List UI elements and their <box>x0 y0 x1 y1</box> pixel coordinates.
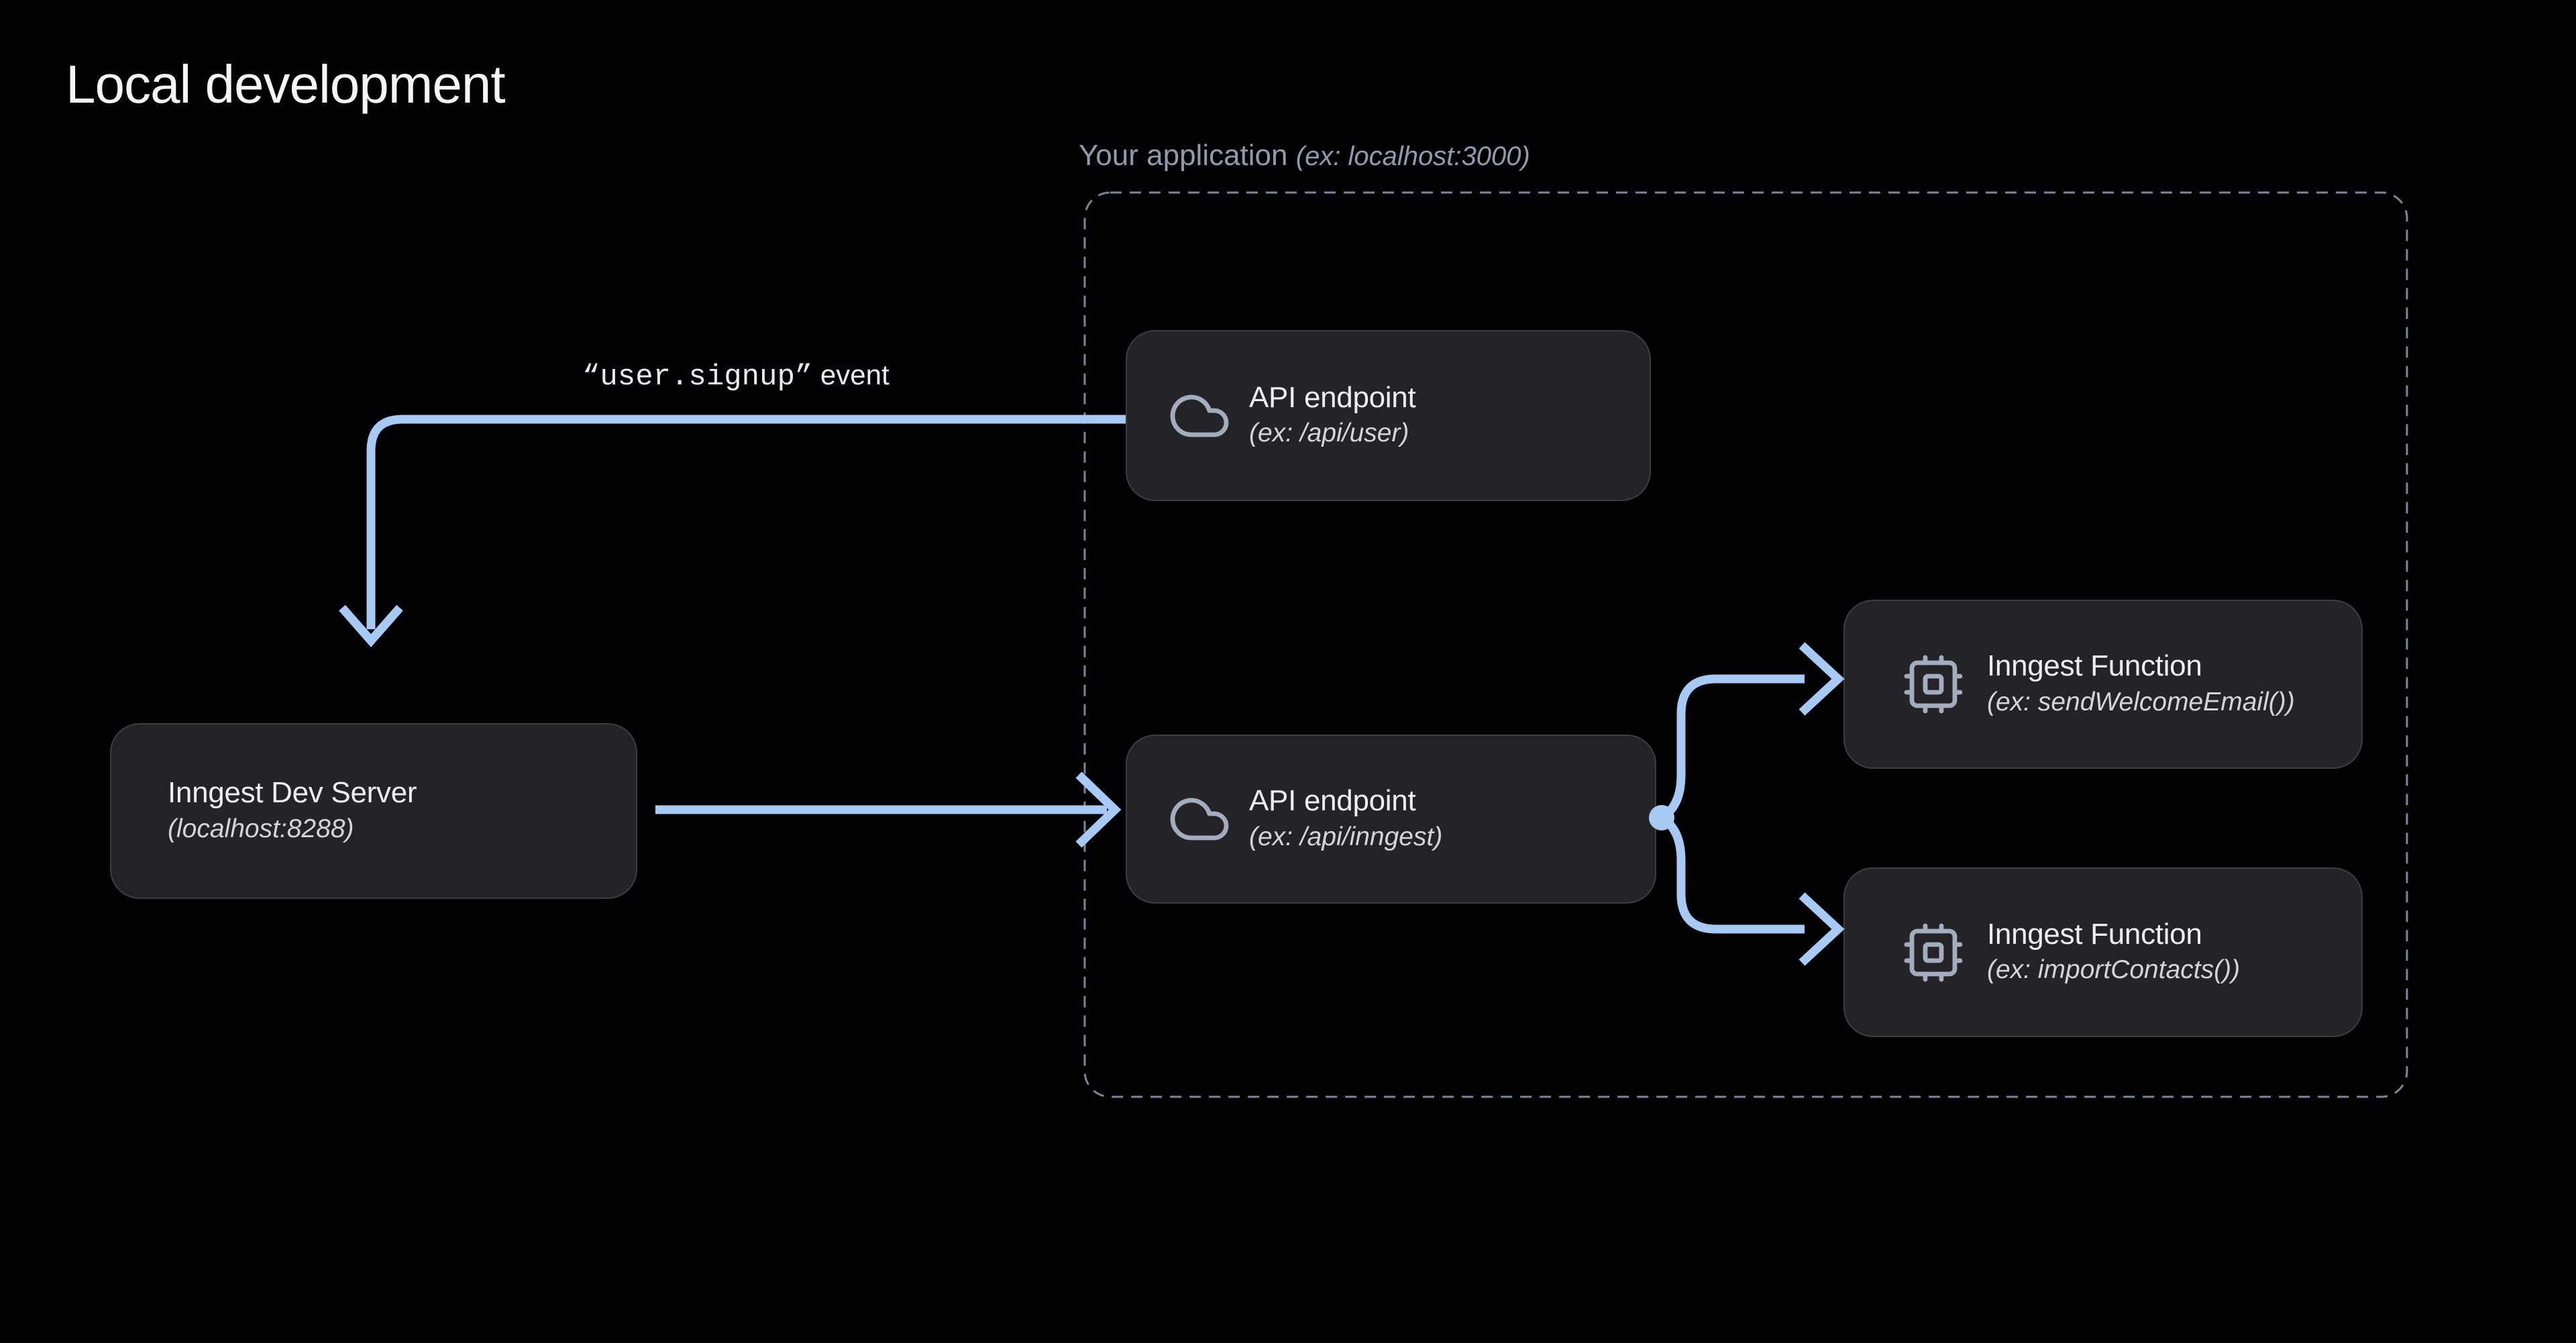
node-subtitle: (ex: sendWelcomeEmail()) <box>1987 687 2295 716</box>
node-api-endpoint-user: API endpoint (ex: /api/user) <box>1126 330 1651 501</box>
edge-user-signup-event <box>366 415 1126 629</box>
node-inngest-dev-server: Inngest Dev Server (localhost:8288) <box>110 723 637 899</box>
event-label-suffix: event <box>812 359 890 390</box>
node-title: Inngest Dev Server <box>168 776 417 810</box>
node-subtitle: (ex: /api/user) <box>1249 419 1409 448</box>
node-subtitle: (ex: importContacts()) <box>1987 955 2241 985</box>
event-edge-label: “user.signup” event <box>582 361 890 392</box>
edge-api-to-fn-import <box>1659 814 1805 934</box>
application-label: Your application (ex: localhost:3000) <box>1079 141 1530 170</box>
node-inngest-function-import-contacts: Inngest Function (ex: importContacts()) <box>1843 867 2363 1037</box>
cpu-chip-icon <box>1901 652 1966 716</box>
node-title: Inngest Function <box>1987 649 2202 683</box>
edge-api-to-fn-welcome <box>1659 674 1805 822</box>
cloud-icon <box>1167 384 1232 448</box>
arrowhead-down-icon <box>339 604 403 647</box>
arrowhead-right-icon <box>1799 642 1845 716</box>
arrowhead-right-icon <box>1075 771 1122 848</box>
page-title: Local development <box>66 54 506 114</box>
event-name-code: “user.signup” <box>582 360 813 394</box>
arrowhead-right-icon <box>1799 892 1845 966</box>
node-title: API endpoint <box>1249 784 1416 818</box>
node-inngest-function-send-welcome-email: Inngest Function (ex: sendWelcomeEmail()… <box>1843 600 2363 769</box>
cpu-chip-icon <box>1901 920 1966 985</box>
node-subtitle: (localhost:8288) <box>168 814 354 843</box>
application-label-example: (ex: localhost:3000) <box>1295 142 1530 171</box>
node-subtitle: (ex: /api/inngest) <box>1249 822 1443 851</box>
node-title: API endpoint <box>1249 380 1416 414</box>
application-label-text: Your application <box>1079 139 1288 172</box>
node-title: Inngest Function <box>1987 917 2202 951</box>
node-api-endpoint-inngest: API endpoint (ex: /api/inngest) <box>1126 735 1656 904</box>
cloud-icon <box>1167 787 1232 851</box>
